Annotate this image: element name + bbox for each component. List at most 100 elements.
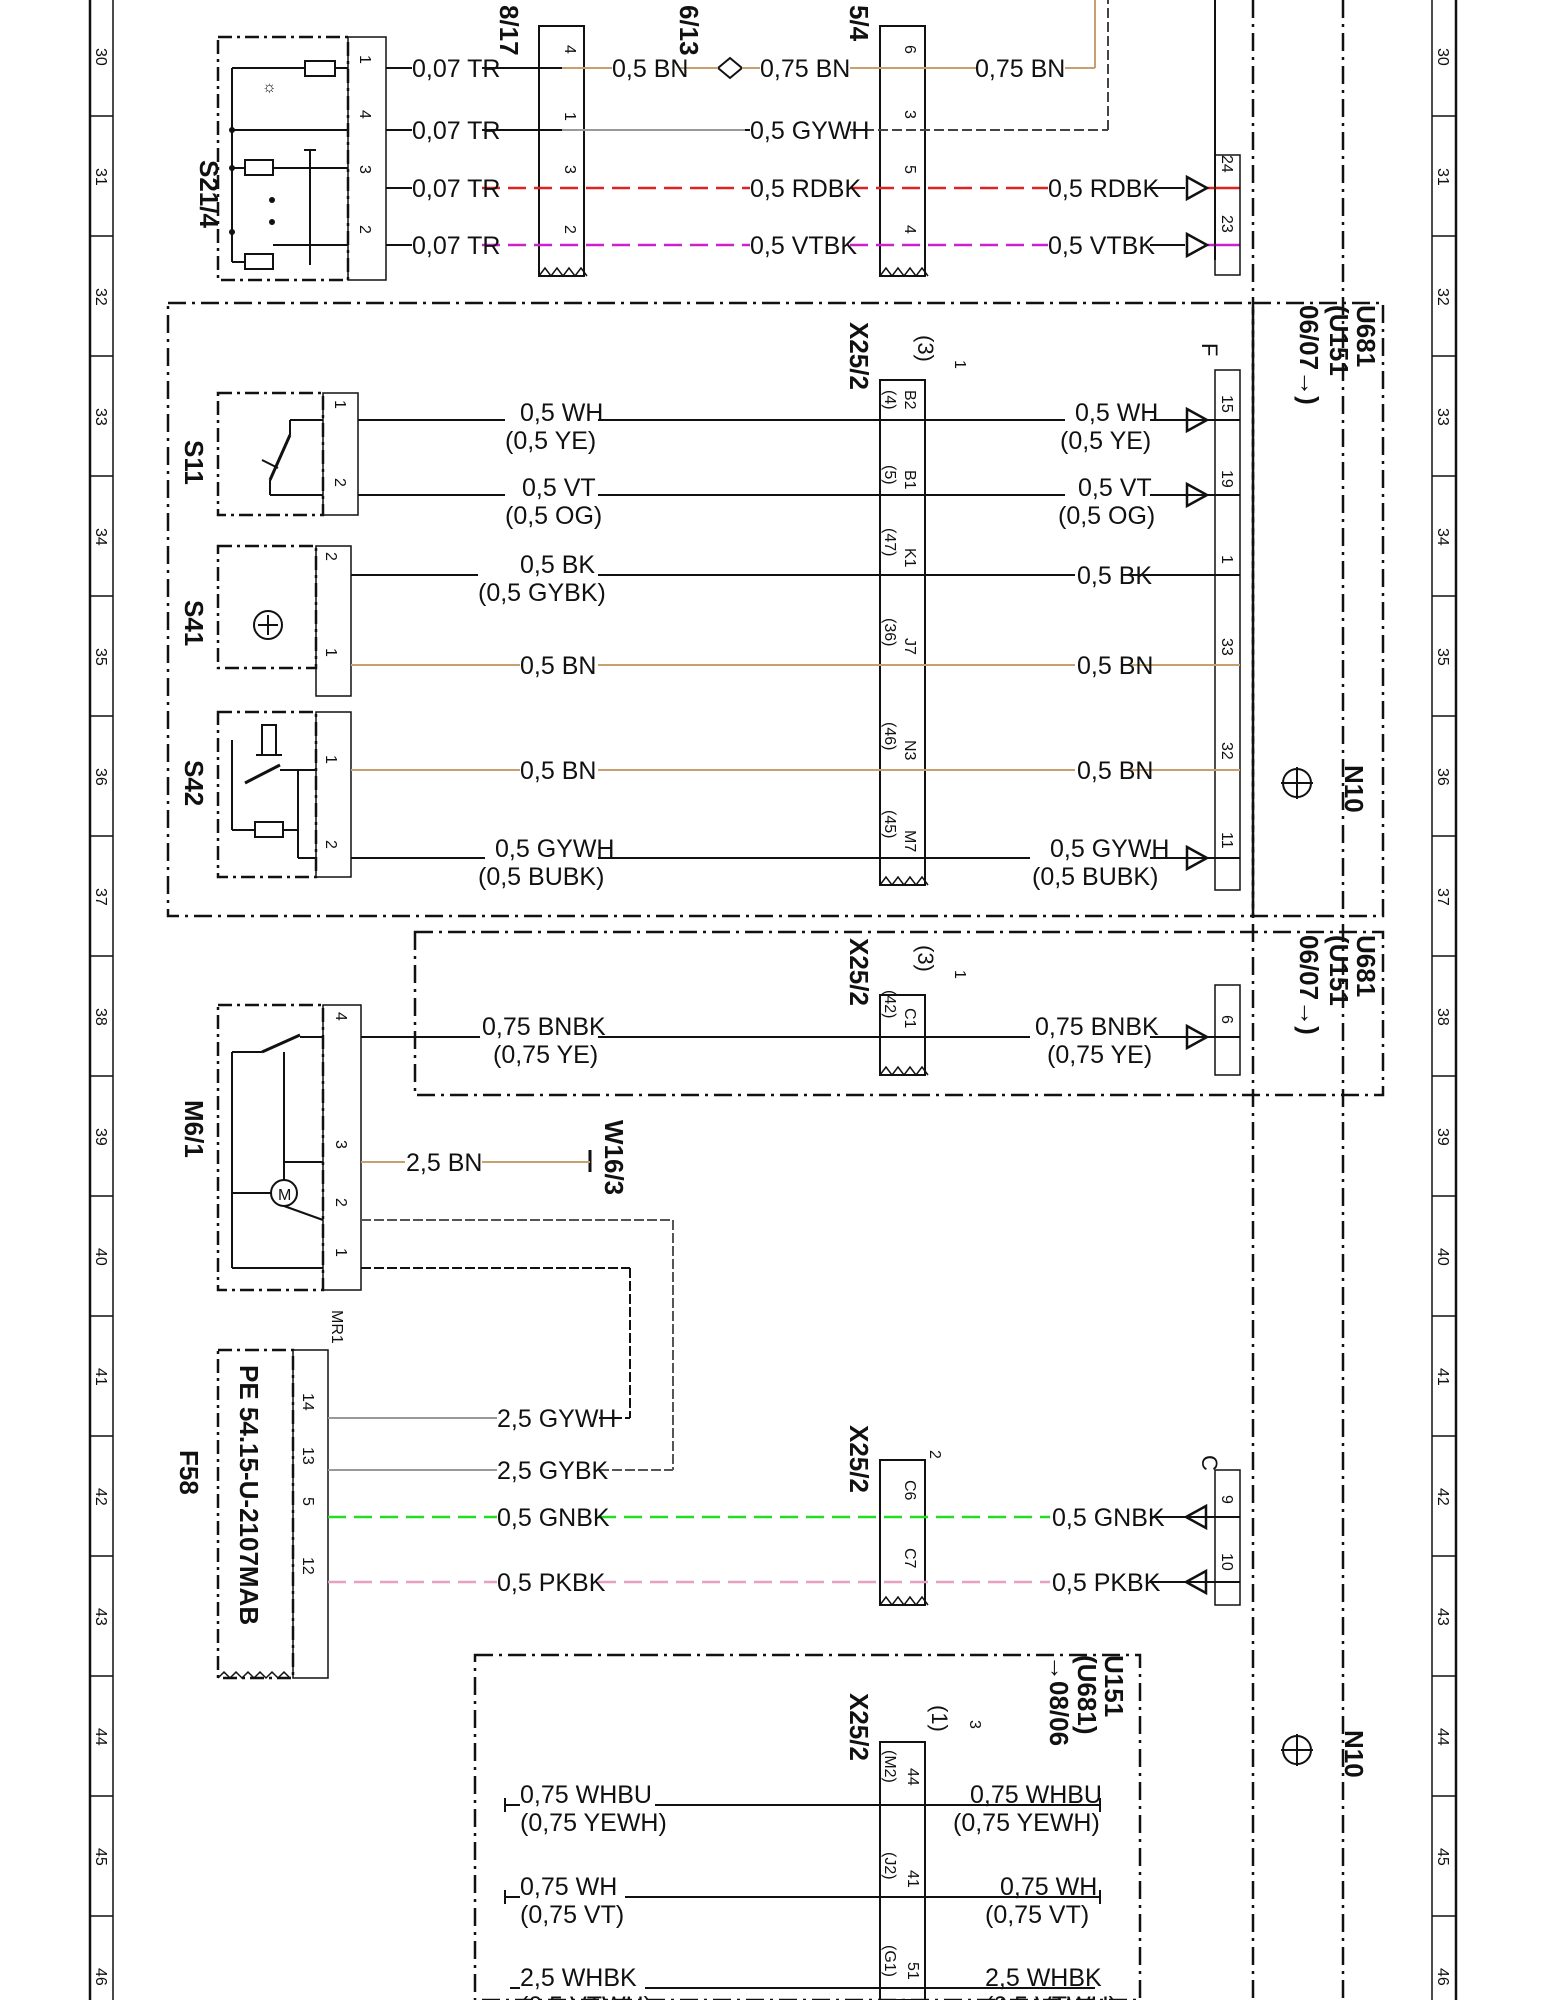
connector-8-17 xyxy=(538,25,588,278)
ruler-number-right: 43 xyxy=(1434,1608,1451,1626)
reference-note: PE 54.15-U-2107MAB xyxy=(234,1365,264,1625)
zone-label-1: U681 (U151 06/07→) xyxy=(1294,305,1381,405)
svg-text:1: 1 xyxy=(331,400,348,409)
svg-text:U681: U681 xyxy=(1351,935,1381,997)
svg-text:K1: K1 xyxy=(901,548,918,568)
svg-text:0,5 PKBK: 0,5 PKBK xyxy=(1052,1569,1161,1597)
svg-text:6: 6 xyxy=(1218,1015,1235,1024)
svg-text:2,5 WHBK: 2,5 WHBK xyxy=(520,1964,637,1992)
svg-text:J7: J7 xyxy=(901,638,918,655)
ruler-number-left: 42 xyxy=(92,1488,109,1506)
component-label: F58 xyxy=(174,1450,204,1495)
svg-text:U681: U681 xyxy=(1351,305,1381,367)
svg-text:1: 1 xyxy=(322,755,339,764)
svg-text:0,07 TR: 0,07 TR xyxy=(412,232,500,260)
ruler-number-right: 37 xyxy=(1434,888,1451,906)
n10-connector xyxy=(1214,984,1241,1076)
svg-text:2: 2 xyxy=(561,225,578,234)
svg-text:B2: B2 xyxy=(901,390,918,410)
svg-text:0,5 BN: 0,5 BN xyxy=(520,652,596,680)
connector-label: X25/2 xyxy=(844,938,874,1006)
svg-text:19: 19 xyxy=(1218,470,1235,488)
svg-text:0,5 VTBK: 0,5 VTBK xyxy=(1048,232,1155,260)
ruler-number-right: 35 xyxy=(1434,648,1451,666)
svg-text:4: 4 xyxy=(332,1012,349,1021)
svg-text:B1: B1 xyxy=(901,470,918,490)
ruler-number-right: 36 xyxy=(1434,768,1451,786)
svg-text:(0,75 VT): (0,75 VT) xyxy=(520,1901,624,1929)
x25-2-connector-a xyxy=(879,379,929,887)
svg-text:0,5 GNBK: 0,5 GNBK xyxy=(497,1504,610,1532)
svg-text:(0,5 GYBK): (0,5 GYBK) xyxy=(478,579,606,607)
svg-text:0,75 BN: 0,75 BN xyxy=(975,55,1065,83)
svg-text:3: 3 xyxy=(332,1140,349,1149)
ruler-number-right: 34 xyxy=(1434,528,1451,546)
svg-text:0,75 BNBK: 0,75 BNBK xyxy=(1035,1013,1159,1041)
svg-text:2: 2 xyxy=(322,552,339,561)
svg-text:0,75 WH: 0,75 WH xyxy=(520,1873,617,1901)
svg-text:C6: C6 xyxy=(901,1480,918,1501)
connector-label: X25/2 xyxy=(844,1693,874,1761)
svg-text:(0,75 YE): (0,75 YE) xyxy=(1047,1041,1152,1069)
svg-text:(M2): (M2) xyxy=(881,1750,898,1783)
ruler-number-right: 33 xyxy=(1434,408,1451,426)
svg-text:U151: U151 xyxy=(1099,1655,1129,1717)
wire-labels: 0,07 TR 0,5 BN 0,75 BN 0,75 BN 0,07 TR 0… xyxy=(406,55,1169,2000)
svg-text:0,5 GYWH: 0,5 GYWH xyxy=(1050,835,1169,863)
x25-2-connector-b xyxy=(879,994,929,1077)
ruler-number-left: 37 xyxy=(92,888,109,906)
ruler-number-right: 40 xyxy=(1434,1248,1451,1266)
svg-text:(0,75 YE): (0,75 YE) xyxy=(493,1041,598,1069)
ruler-number-left: 33 xyxy=(92,408,109,426)
svg-text:0,75 WH: 0,75 WH xyxy=(1000,1873,1097,1901)
svg-text:0,5 RDBK: 0,5 RDBK xyxy=(750,175,861,203)
wires-m6 xyxy=(361,1024,1240,1471)
zone-label-3: U151 (U681) →08/06 xyxy=(1044,1655,1129,1746)
svg-text:(36): (36) xyxy=(881,618,898,646)
ruler-number-left: 39 xyxy=(92,1128,109,1146)
svg-text:2: 2 xyxy=(331,478,348,487)
zone-box-2 xyxy=(413,930,1385,1097)
svg-text:0,5 BN: 0,5 BN xyxy=(520,757,596,785)
ruler-number-left: 32 xyxy=(92,288,109,306)
svg-text:(47): (47) xyxy=(881,528,898,556)
module-label: N10 xyxy=(1339,1730,1369,1778)
svg-text:32: 32 xyxy=(1218,742,1235,760)
svg-text:0,5 BN: 0,5 BN xyxy=(612,55,688,83)
m6-1-motor: M xyxy=(216,1003,362,1292)
svg-text:0,5 GYWH: 0,5 GYWH xyxy=(750,117,869,145)
svg-text:(0,5 BUBK): (0,5 BUBK) xyxy=(1032,863,1158,891)
svg-text:(46): (46) xyxy=(881,722,898,750)
n10-connector-c xyxy=(1214,1469,1241,1606)
s41-sensor xyxy=(216,544,352,697)
callout-number: (3) xyxy=(913,945,938,972)
zone-box-1 xyxy=(166,301,1255,918)
x25-2-connector-d xyxy=(879,1741,926,2000)
svg-text:0,5 RDBK: 0,5 RDBK xyxy=(1048,175,1159,203)
svg-text:2,5 BN: 2,5 BN xyxy=(406,1149,482,1177)
svg-text:1: 1 xyxy=(1218,555,1235,564)
svg-text:2,5 GYWH: 2,5 GYWH xyxy=(497,1405,616,1433)
ruler-number-left: 30 xyxy=(92,48,109,66)
svg-text:(0,5 YE): (0,5 YE) xyxy=(505,427,596,455)
ruler-number-left: 38 xyxy=(92,1008,109,1026)
svg-text:06/07→): 06/07→) xyxy=(1294,935,1324,1035)
svg-text:0,5 BK: 0,5 BK xyxy=(520,551,595,579)
svg-text:33: 33 xyxy=(1218,638,1235,656)
ruler-left xyxy=(88,0,114,2000)
ruler-number-left: 41 xyxy=(92,1368,109,1386)
svg-text:(0,5 BUBK): (0,5 BUBK) xyxy=(478,863,604,891)
svg-text:0,75 WHBU: 0,75 WHBU xyxy=(970,1781,1102,1809)
n10-ground-symbol xyxy=(1281,1734,1313,1766)
svg-text:→08/06: →08/06 xyxy=(1044,1655,1074,1746)
component-label: M6/1 xyxy=(179,1100,209,1158)
svg-text:(5): (5) xyxy=(881,465,898,485)
wires-f58 xyxy=(328,1417,1240,1596)
svg-text:5: 5 xyxy=(299,1497,316,1506)
ruler-number-right: 44 xyxy=(1434,1728,1451,1746)
ruler-number-left: 34 xyxy=(92,528,109,546)
svg-text:10: 10 xyxy=(1218,1553,1235,1571)
ruler-number-left: 43 xyxy=(92,1608,109,1626)
svg-text:0,07 TR: 0,07 TR xyxy=(412,117,500,145)
ruler-number-right: 30 xyxy=(1434,48,1451,66)
